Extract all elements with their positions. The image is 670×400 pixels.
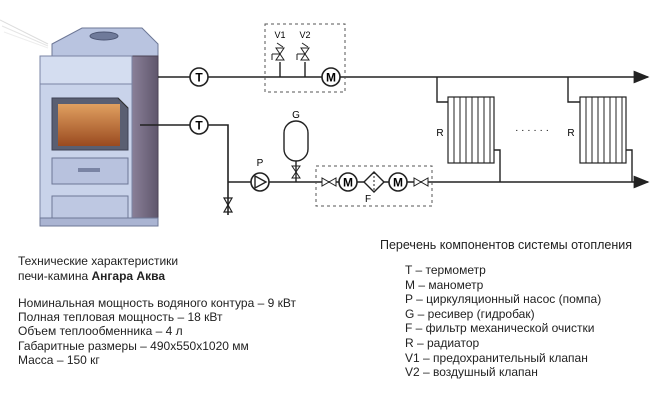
shutoff-valve-right-icon bbox=[413, 177, 429, 187]
radiator-2-label: R bbox=[567, 128, 574, 139]
specs-model-name: Ангара Аква bbox=[91, 269, 166, 283]
safety-valve-icon bbox=[271, 42, 285, 77]
manometer-return-right: M bbox=[388, 172, 408, 192]
receiver-tank-icon bbox=[283, 120, 309, 182]
manometer-supply-symbol: M bbox=[326, 71, 336, 85]
specs-subtitle-prefix: печи-камина bbox=[18, 269, 92, 283]
valve2-label: V2 bbox=[299, 30, 310, 40]
spec-line: Номинальная мощность водяного контура – … bbox=[18, 296, 296, 310]
spec-line: Объем теплообменника – 4 л bbox=[18, 324, 183, 339]
legend-item: M – манометр bbox=[405, 277, 484, 292]
light-ray-decoration bbox=[0, 19, 49, 49]
legend-item: G – ресивер (гидробак) bbox=[405, 306, 535, 321]
spec-line: Габаритные размеры – 490х550х1020 мм bbox=[18, 338, 249, 353]
radiator-1-label: R bbox=[436, 128, 443, 139]
manometer-return-right-symbol: M bbox=[393, 176, 403, 190]
legend-list: T – термометр M – манометр P – циркуляци… bbox=[405, 263, 601, 380]
thermometer-return: T bbox=[189, 115, 209, 135]
spec-line: Масса – 150 кг bbox=[18, 352, 100, 367]
spec-line: Полная тепловая мощность – 18 кВт bbox=[18, 310, 223, 325]
manometer-return-left-symbol: M bbox=[343, 176, 353, 190]
radiator-2-icon bbox=[579, 96, 627, 164]
legend-item: F – фильтр механической очистки bbox=[405, 321, 595, 336]
specs-subtitle: печи-камина Ангара Аква bbox=[18, 269, 165, 284]
shutoff-valve-left-icon bbox=[321, 177, 337, 187]
filter-label: F bbox=[365, 194, 371, 205]
pump-icon bbox=[250, 172, 270, 192]
drain-valve bbox=[222, 197, 234, 213]
thermometer-supply-symbol: T bbox=[195, 71, 203, 85]
pump-label: P bbox=[257, 158, 264, 169]
specs-list: Номинальная мощность водяного контура – … bbox=[18, 296, 296, 367]
legend-title: Перечень компонентов системы отопления bbox=[380, 238, 633, 252]
radiator-ellipsis: · · · · · · bbox=[515, 125, 549, 136]
receiver-label: G bbox=[292, 110, 300, 121]
thermometer-supply: T bbox=[189, 67, 209, 87]
radiator-1-icon bbox=[447, 96, 495, 164]
legend-item: P – циркуляционный насос (помпа) bbox=[405, 292, 602, 307]
legend-item: V2 – воздушный клапан bbox=[405, 365, 538, 380]
valve1-label: V1 bbox=[274, 30, 285, 40]
air-valve-icon bbox=[296, 42, 310, 77]
legend-item: V1 – предохранительный клапан bbox=[405, 350, 588, 365]
thermometer-return-symbol: T bbox=[195, 119, 203, 133]
stove-fireplace bbox=[39, 27, 159, 227]
manometer-supply: M bbox=[321, 67, 341, 87]
specs-title: Технические характеристики bbox=[18, 254, 179, 268]
legend-item: T – термометр bbox=[405, 263, 486, 277]
legend-item: R – радиатор bbox=[405, 335, 480, 350]
safety-group-box bbox=[264, 23, 346, 93]
fire-window bbox=[58, 104, 120, 146]
filter-icon bbox=[363, 171, 385, 193]
manometer-return-left: M bbox=[338, 172, 358, 192]
